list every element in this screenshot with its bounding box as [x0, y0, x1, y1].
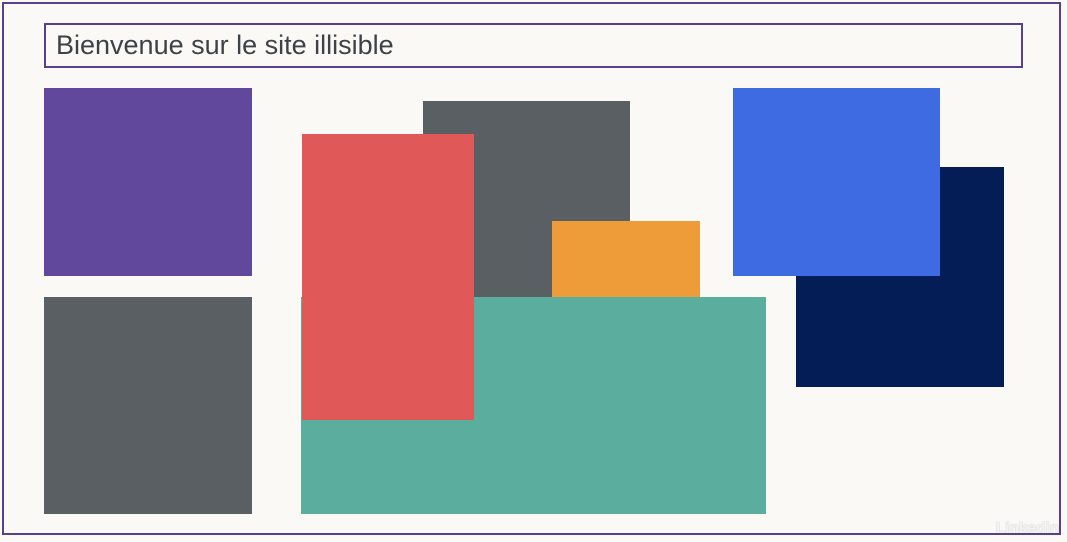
- page-title: Bienvenue sur le site illisible: [56, 30, 394, 60]
- linkedin-watermark: Linkedin: [995, 520, 1060, 537]
- red-block: [302, 134, 474, 420]
- title-box: Bienvenue sur le site illisible: [44, 23, 1023, 68]
- orange-block: [552, 221, 700, 303]
- page-frame: Bienvenue sur le site illisible: [2, 2, 1061, 535]
- blue-block: [733, 88, 940, 276]
- slate-block-left: [44, 297, 252, 514]
- purple-block: [44, 88, 252, 276]
